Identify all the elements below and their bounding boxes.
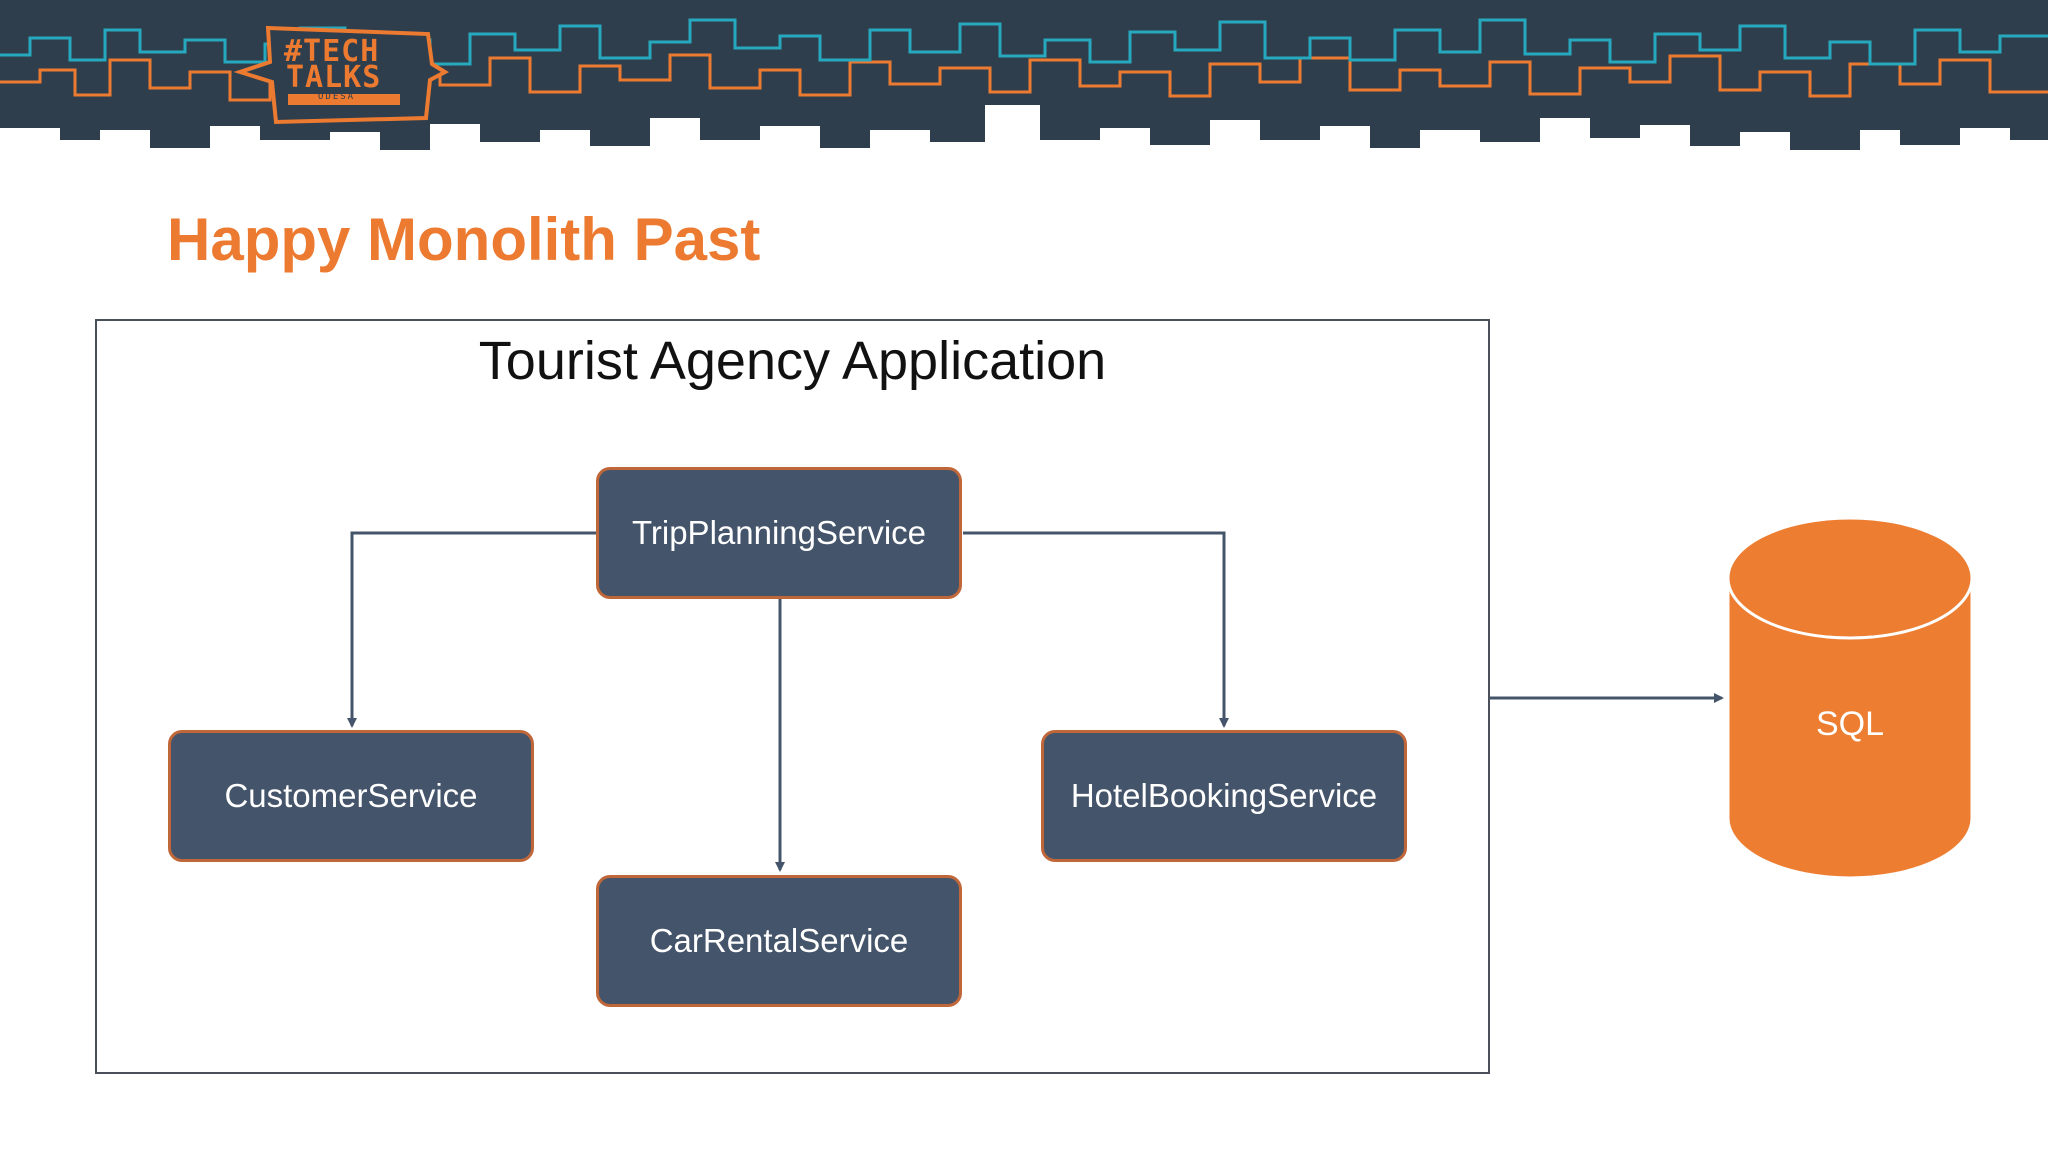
- customer-service: CustomerService: [168, 730, 534, 862]
- connector-trip-to-customer: [347, 531, 596, 728]
- logo-line-2: TALKS: [286, 60, 382, 95]
- logo-line-1: #TECH: [284, 34, 380, 69]
- car-rental-service: CarRentalService: [596, 875, 962, 1007]
- application-title: Tourist Agency Application: [478, 331, 1107, 391]
- connector-trip-to-hotel: [963, 531, 1229, 728]
- techtalks-logo: [233, 25, 450, 125]
- logo-line-3: ODESA: [318, 92, 356, 102]
- banner-skyline-background: [0, 0, 2048, 150]
- sql-label: SQL: [1815, 705, 1885, 743]
- slide-title: Happy Monolith Past: [167, 206, 761, 273]
- header-banner: [0, 0, 2048, 150]
- sql-database-icon: [1726, 516, 1974, 880]
- trip-planning-service: TripPlanningService: [596, 467, 962, 599]
- hotel-booking-service: HotelBookingService: [1041, 730, 1407, 862]
- application-container: [95, 319, 1490, 1074]
